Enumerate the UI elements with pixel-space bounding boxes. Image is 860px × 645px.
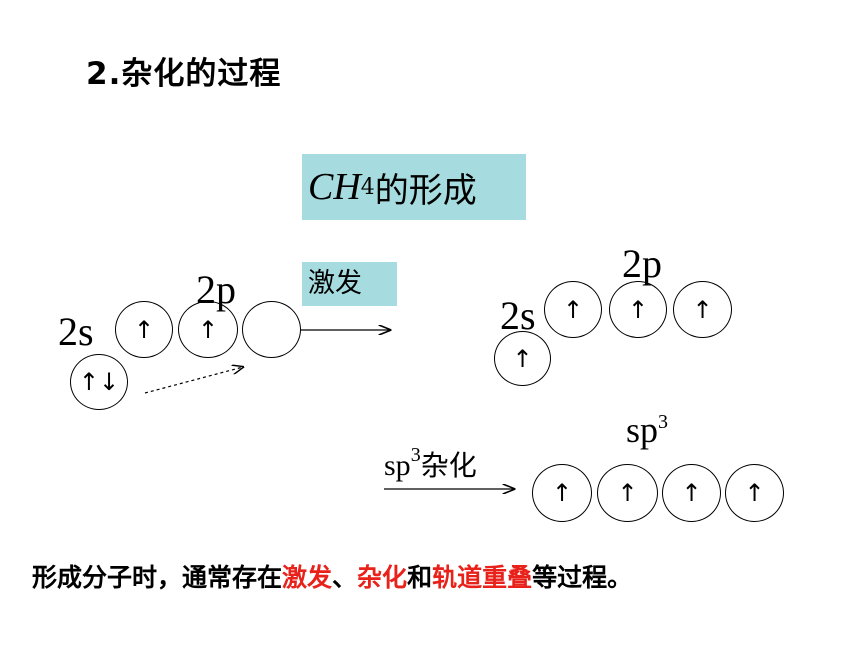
excited-2p-orbital-1: ↑ [544,281,602,338]
excited-2s-label: 2s [500,293,536,338]
excited-2s-orbital: ↑ [494,331,551,386]
summary-part2: 等过程。 [532,563,633,592]
hybrid-step-label: sp3杂化 [384,444,477,484]
hybrid-step-prefix: sp [384,449,411,482]
summary-text: 形成分子时，通常存在激发、杂化和轨道重叠等过程。 [32,558,632,594]
sp3-label-main: sp [626,410,659,450]
formula-main: CH [308,166,361,208]
ground-2p-orbital-3 [242,301,301,358]
sp3-orbital-1: ↑ [532,464,592,522]
sp3-label: sp3 [626,412,668,448]
excite-label: 激发 [302,262,397,306]
sp3-orbital-3: ↑ [662,464,721,522]
formula-subscript: 4 [360,174,375,200]
promotion-dashed-arrow [144,367,243,394]
sp3-orbital-4: ↑ [725,464,784,522]
sp3-orbital-2: ↑ [597,464,658,522]
summary-sep1: 、 [332,563,358,592]
hybrid-step-suffix: 杂化 [420,449,477,482]
sp3-label-sup: 3 [658,411,669,433]
ground-2s-label: 2s [58,309,94,354]
excited-2p-label: 2p [622,241,662,286]
ground-2p-orbital-2: ↑ [178,301,238,358]
summary-sep2: 和 [407,563,433,592]
hybrid-step-sup: 3 [410,444,421,466]
ground-2s-orbital: ↑↓ [70,354,128,410]
section-heading: 2.杂化的过程 [86,56,282,92]
summary-highlight-overlap: 轨道重叠 [432,563,533,592]
ground-2p-orbital-1: ↑ [115,301,173,358]
title-suffix: 的形成 [374,170,477,211]
summary-highlight-hybrid: 杂化 [357,563,408,592]
summary-part1: 形成分子时，通常存在 [32,563,283,592]
excited-2p-orbital-3: ↑ [673,281,732,338]
summary-highlight-excite: 激发 [282,563,333,592]
excited-2p-orbital-2: ↑ [609,281,667,338]
